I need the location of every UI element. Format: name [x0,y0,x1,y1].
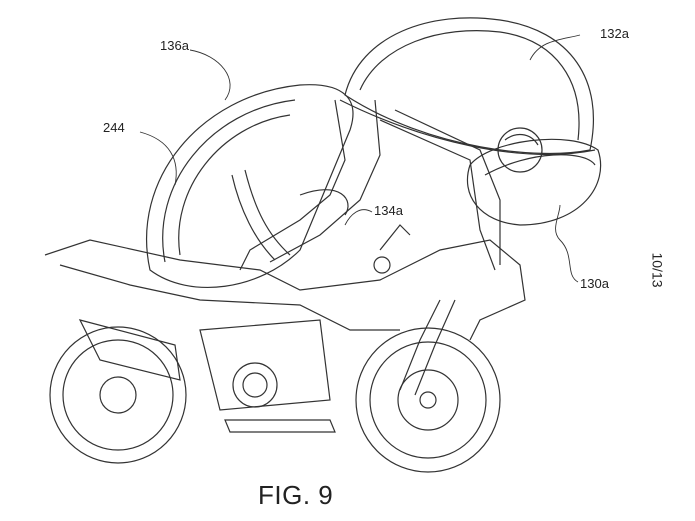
label-244: 244 [103,120,125,135]
figure-caption: FIG. 9 [258,480,334,510]
label-134a: 134a [374,203,403,218]
label-130a: 130a [580,276,609,291]
exhaust [78,319,181,381]
leader-lines [139,34,581,283]
label-132a: 132a [600,26,629,41]
engine-cover [232,362,278,408]
rider [239,99,501,271]
airbag-130a [466,127,602,226]
airbag-136a [145,84,354,288]
rear-wheel [49,326,187,464]
motorcycle [44,224,526,473]
label-136a: 136a [160,38,189,53]
front-wheel [355,327,501,473]
sheet-number: 10/13 [649,252,666,288]
